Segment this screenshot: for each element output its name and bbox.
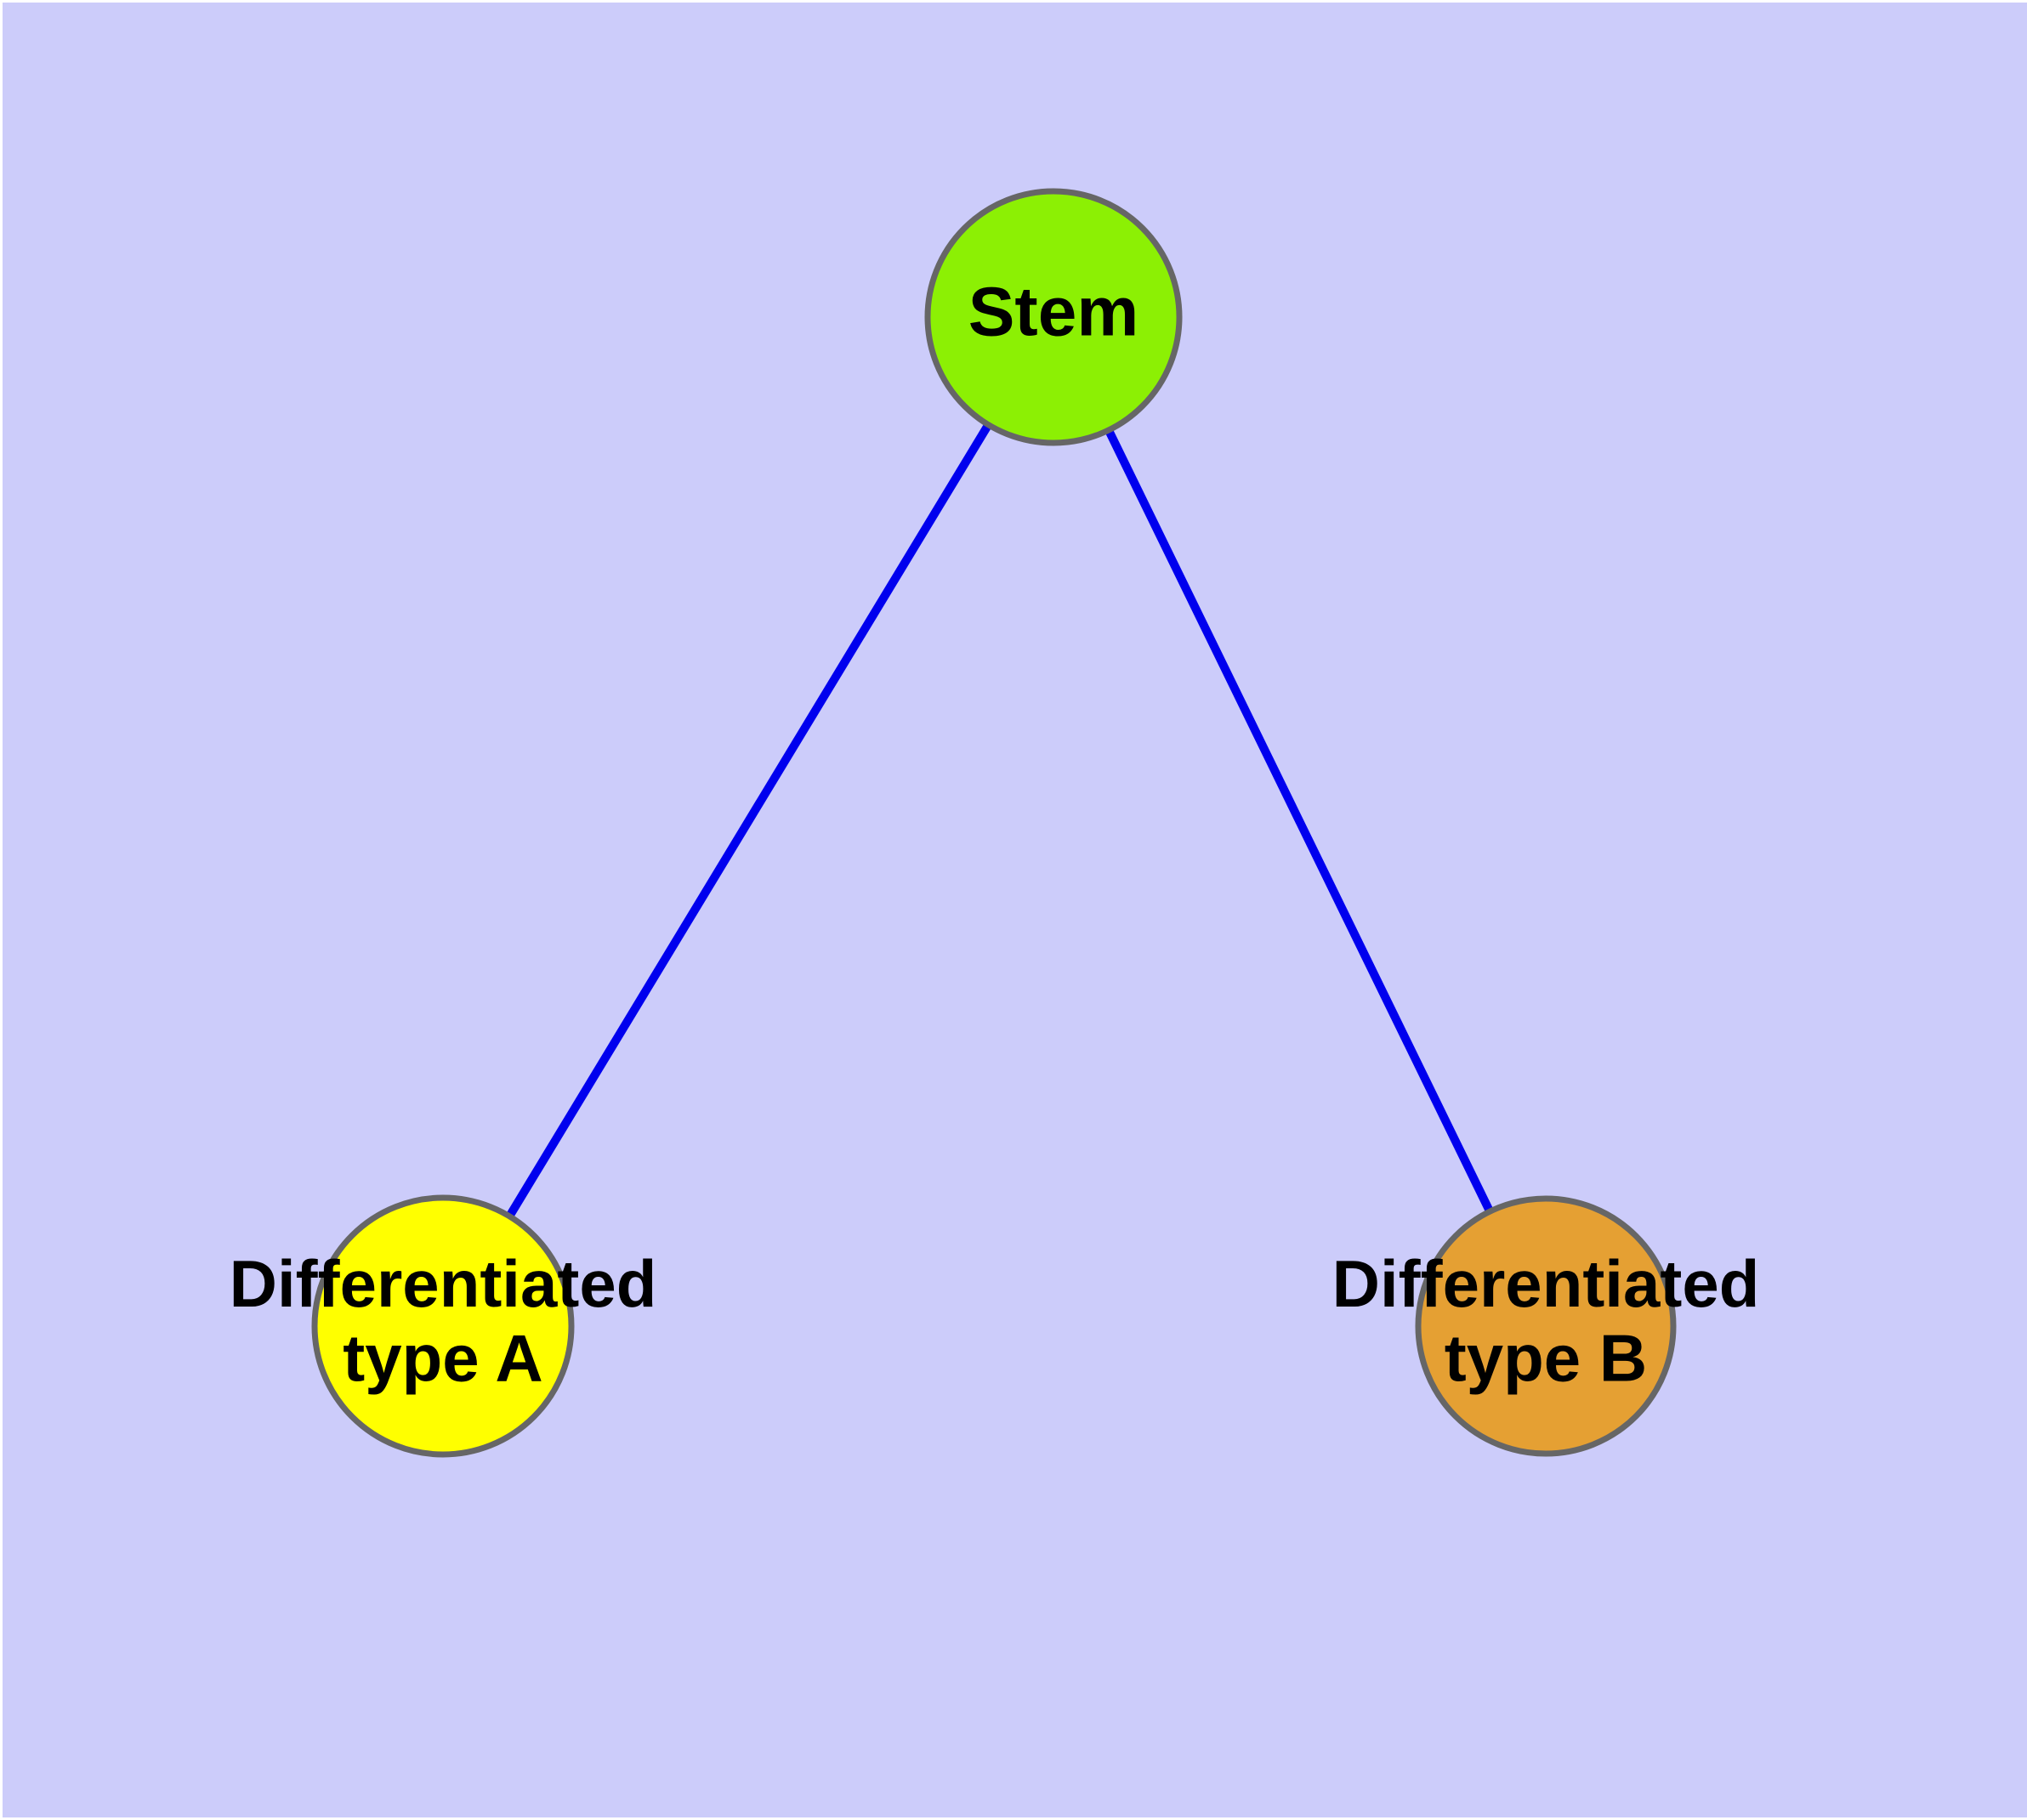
- node-label: type A: [343, 1320, 543, 1395]
- node-circle[interactable]: [1415, 1195, 1677, 1457]
- graph-edge[interactable]: [1102, 423, 1496, 1218]
- edges-layer: [502, 417, 1496, 1223]
- node-label: Differentiated: [1332, 1246, 1760, 1321]
- node-label: Stem: [968, 274, 1139, 351]
- node-circle[interactable]: [924, 188, 1183, 446]
- node-label: Differentiated: [230, 1246, 657, 1321]
- graph-edge[interactable]: [502, 417, 995, 1223]
- node-circle[interactable]: [311, 1194, 575, 1458]
- node-label: type B: [1445, 1320, 1647, 1395]
- graph-node-stem[interactable]: Stem: [924, 188, 1183, 446]
